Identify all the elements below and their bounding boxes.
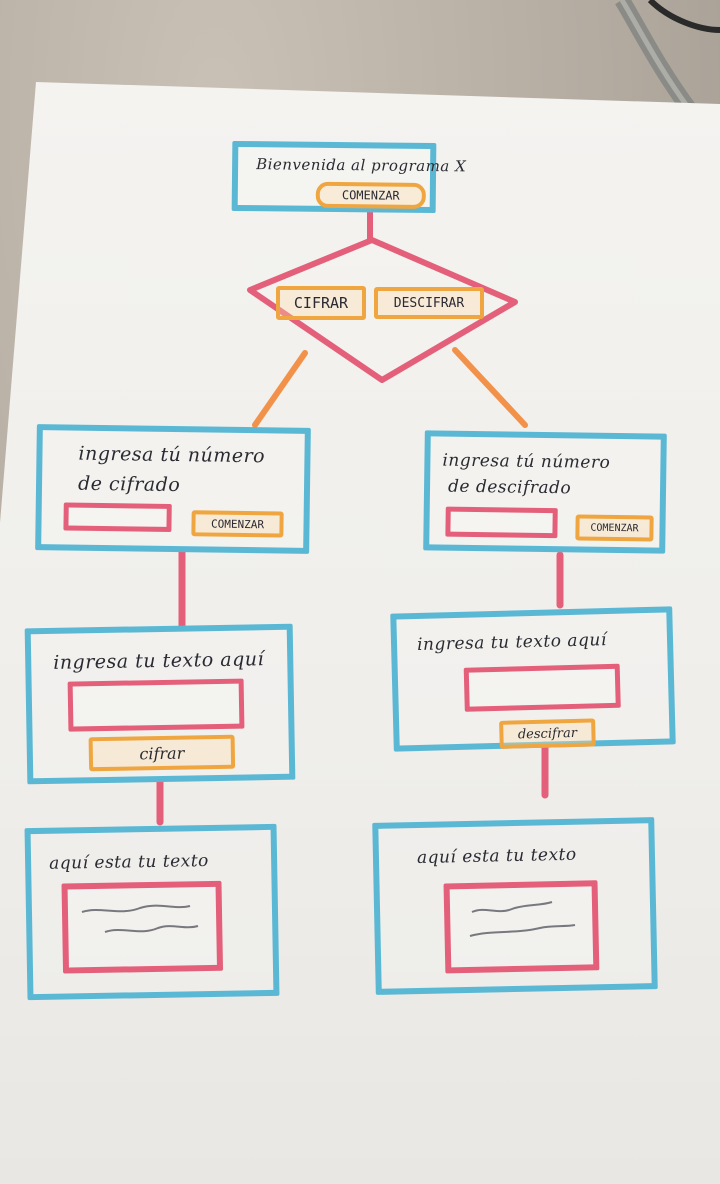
decipher-key-screen: ingresa tú número de descifrado COMENZAR [423, 430, 667, 554]
cipher-result-screen: aquí esta tu texto [24, 823, 280, 1001]
cipher-result-output [61, 880, 224, 974]
cipher-key-input[interactable] [63, 502, 172, 532]
decipher-button[interactable]: descifrar [499, 718, 596, 749]
decipher-key-prompt-line1: ingresa tú número [442, 450, 611, 473]
cipher-key-start-button[interactable]: COMENZAR [191, 510, 284, 538]
decipher-key-prompt-line2: de descifrado [447, 476, 572, 499]
welcome-title: Bienvenida al programa X [256, 155, 467, 176]
decipher-result-screen: aquí esta tu texto [372, 817, 658, 995]
decipher-text-prompt: ingresa tu texto aquí [416, 630, 608, 656]
cipher-text-input[interactable] [67, 678, 245, 732]
cable [615, 0, 720, 115]
cipher-button[interactable]: cifrar [88, 734, 236, 772]
start-button[interactable]: COMENZAR [315, 181, 426, 209]
cifrar-choice-button[interactable]: CIFRAR [276, 286, 366, 320]
cipher-key-prompt-line1: ingresa tú número [78, 442, 266, 468]
decipher-result-output [443, 880, 600, 974]
cipher-result-label: aquí esta tu texto [48, 851, 209, 874]
cipher-key-prompt-line2: de cifrado [77, 472, 181, 497]
welcome-screen: Bienvenida al programa X COMENZAR [231, 140, 466, 214]
decipher-text-screen: ingresa tu texto aquí descifrar [390, 606, 676, 752]
cipher-text-prompt: ingresa tu texto aquí [53, 648, 265, 674]
decipher-result-label: aquí esta tu texto [416, 844, 577, 869]
decipher-text-input[interactable] [463, 663, 621, 712]
descifrar-choice-button[interactable]: DESCIFRAR [374, 287, 484, 319]
decipher-key-start-button[interactable]: COMENZAR [575, 514, 654, 542]
cipher-key-screen: ingresa tú número de cifrado COMENZAR [35, 424, 311, 554]
decipher-key-input[interactable] [445, 506, 558, 539]
cipher-text-screen: ingresa tu texto aquí cifrar [24, 623, 296, 785]
